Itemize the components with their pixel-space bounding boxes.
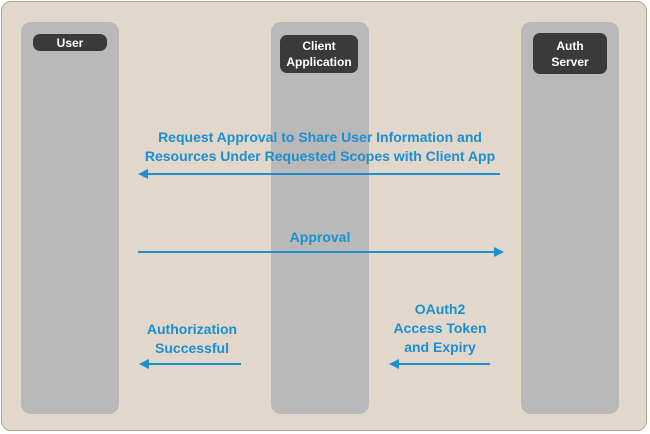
lane-user: [21, 22, 119, 414]
participant-client-application: Client Application: [280, 35, 358, 73]
participant-auth-server: Auth Server: [533, 33, 607, 74]
message-request-approval: Request Approval to Share User Informati…: [144, 129, 496, 164]
message-oauth2-access-token: OAuth2 Access Token and Expiry: [393, 301, 487, 355]
message-authorization-successful: Authorization Successful: [146, 321, 238, 356]
message-approval: Approval: [289, 229, 351, 245]
participant-user: User: [33, 34, 107, 51]
lane-auth-server: [521, 22, 619, 414]
lane-client-application: [271, 22, 369, 414]
